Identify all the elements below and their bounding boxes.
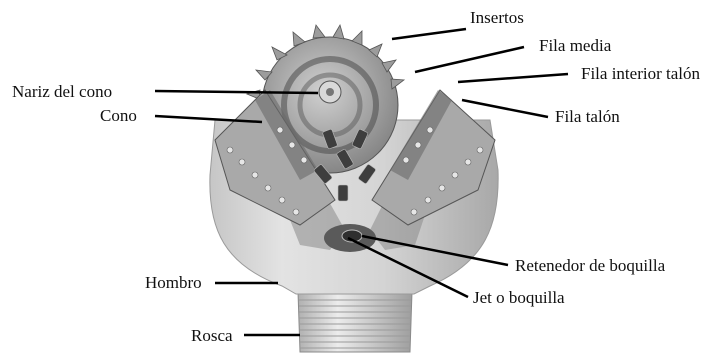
label-jet-o-boquilla: Jet o boquilla: [473, 288, 565, 307]
leader-fila-talon: [462, 100, 548, 117]
thread-pin: [298, 292, 412, 352]
leader-fila-media: [415, 47, 524, 72]
label-cono: Cono: [100, 106, 137, 125]
leader-fila-interior-talon: [458, 74, 568, 82]
label-fila-talon: Fila talón: [555, 107, 620, 126]
label-insertos: Insertos: [470, 8, 524, 27]
label-fila-media: Fila media: [539, 36, 612, 55]
label-fila-interior-talon: Fila interior talón: [581, 64, 700, 83]
label-rosca: Rosca: [191, 326, 233, 345]
label-nariz-del-cono: Nariz del cono: [12, 82, 112, 101]
label-retenedor-de-boquilla: Retenedor de boquilla: [515, 256, 666, 275]
leader-insertos: [392, 29, 466, 39]
label-hombro: Hombro: [145, 273, 202, 292]
drill-bit-image: [210, 25, 498, 352]
